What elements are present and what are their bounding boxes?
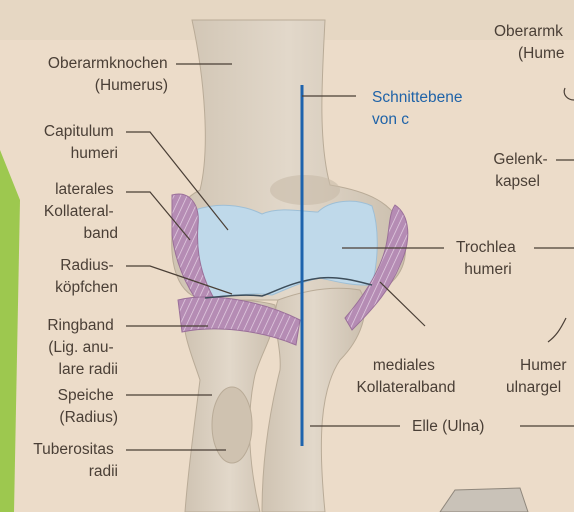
radial-tuberosity [212, 387, 252, 463]
articular-cartilage [194, 201, 377, 298]
humerus-fossa-shading [270, 175, 340, 205]
label-annular-ligament: Ringband (Lig. anu- lare radii [47, 317, 118, 378]
label-ulna: Elle (Ulna) [412, 418, 484, 435]
